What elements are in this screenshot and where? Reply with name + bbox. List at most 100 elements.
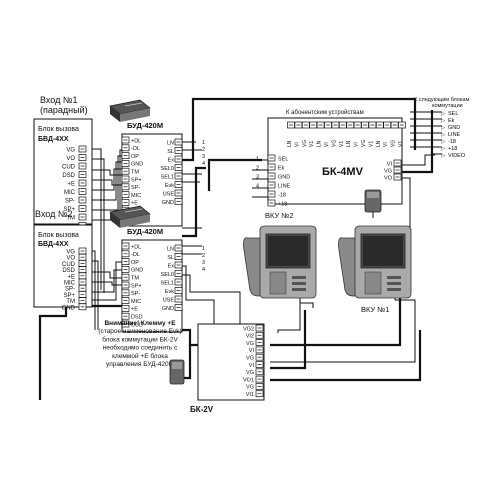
vku2-label: ВКУ №2 — [265, 211, 294, 220]
warning-note: Внимание! Клемму +Е(старое наименование … — [98, 320, 181, 368]
terminal-label: VG — [246, 356, 254, 362]
terminal-label: MIC — [131, 299, 141, 305]
video-monitor-icon — [243, 225, 317, 299]
terminal-label: SP+ — [131, 177, 142, 183]
terminal-label: VI — [249, 348, 255, 354]
terminal-label: +DL — [131, 138, 141, 144]
call-block-1-model: БВД-4ХХ — [38, 136, 69, 143]
terminal-label: TM — [131, 170, 139, 176]
input-number: 1 — [256, 156, 259, 162]
terminal-label: VI — [354, 142, 360, 147]
power-adapter-icon — [169, 359, 185, 385]
bud-bottom-title: БУД-420М — [127, 227, 163, 236]
call-block-1-title: Блок вызова — [38, 126, 79, 133]
terminal-label: VI — [387, 161, 393, 167]
terminal-label: MIC — [64, 190, 76, 196]
terminal-label: LN — [346, 140, 352, 147]
terminal-label: LN — [317, 140, 323, 147]
terminal-label: VI — [294, 142, 300, 147]
terminal-label: OP — [131, 154, 139, 160]
video-monitor-icon — [338, 225, 412, 299]
terminal-label: SL — [167, 255, 174, 261]
entrance2-title: Вход №2 — [35, 209, 73, 219]
terminal-label: VG — [246, 385, 254, 391]
bud-top: БУД-420М +DL-DLOPGNDTMSP+SP-MIC+EDSDCUD … — [109, 99, 205, 227]
call-block-2: Блок вызова БВД-4ХХ VGVOCUDDSD+EMICSP-SP… — [33, 224, 93, 311]
warning-line: (старое наименование Evk) — [98, 328, 181, 335]
terminal-label: VG — [66, 250, 75, 256]
warning-line: управления БУД-420М — [106, 361, 174, 368]
terminal-label: GND — [131, 162, 143, 168]
terminal-label: -DL — [131, 252, 140, 258]
terminal-label: SEL1 — [161, 280, 174, 286]
terminal-label: DSD — [131, 315, 143, 321]
next-blocks-items: ▷SEL▷Ek▷GND▷LINE▷-18▷+18▷VIDEO — [441, 111, 466, 159]
arrow-right-icon: ▷ — [441, 132, 446, 138]
output-number: 1 — [202, 140, 205, 146]
signal-wires — [92, 111, 442, 386]
terminal-label: VG — [361, 140, 367, 147]
output-number: 3 — [202, 154, 205, 160]
power-adapter-icon — [109, 205, 151, 228]
output-number: 1 — [202, 246, 205, 252]
terminal-label: SP+ — [63, 207, 75, 213]
call-block-2-title: Блок вызова — [38, 232, 79, 239]
warning-line: Внимание! Клемму +Е — [104, 320, 176, 327]
terminal-label: CUD — [62, 165, 76, 171]
terminal-label: +E — [67, 274, 75, 280]
terminal-label: SP- — [65, 287, 75, 293]
terminal-label: VO1 — [243, 377, 254, 383]
terminal-label: +18 — [278, 201, 287, 207]
output-number: 3 — [202, 260, 205, 266]
terminal-label: TM — [66, 299, 75, 305]
terminal-label: MIC — [131, 193, 141, 199]
terminal-label: SP+ — [131, 283, 142, 289]
next-block-label: LINE — [448, 132, 461, 138]
terminal-label: +E — [131, 201, 138, 207]
vku1: ВКУ №1 — [338, 225, 412, 314]
terminal-label: SP- — [131, 291, 140, 297]
next-blocks: К следующим блокам коммутации ▷SEL▷Ek▷GN… — [414, 97, 469, 159]
terminal-label: GND — [162, 306, 174, 312]
call-block-2-model: БВД-4ХХ — [38, 241, 69, 248]
next-block-label: GND — [448, 125, 460, 131]
terminal-label: VG2 — [243, 326, 254, 332]
terminal-label: OP — [131, 260, 139, 266]
terminal-label: VG — [331, 140, 337, 147]
input-number: 3 — [256, 174, 259, 180]
vku1-label: ВКУ №1 — [361, 305, 390, 314]
terminal-label: Evk — [165, 183, 174, 189]
terminal-label: -DL — [131, 146, 140, 152]
terminal-label: SEL0 — [161, 272, 174, 278]
terminal-label: +DL — [131, 244, 141, 250]
terminal-label: V1 — [368, 141, 374, 147]
terminal-label: VI — [249, 363, 255, 369]
output-number: 4 — [202, 161, 205, 167]
terminal-label: SEL0 — [161, 166, 174, 172]
terminal-label: LN — [167, 140, 174, 146]
entrance1-title: Вход №1 — [40, 95, 78, 105]
power-adapter-icon — [364, 189, 382, 218]
terminal-label: VG — [384, 168, 392, 174]
warning-line: клеммой +Е блока — [112, 352, 168, 360]
terminal-label: VI — [324, 142, 330, 147]
terminal-label: VO — [384, 175, 393, 181]
terminal-label: GND — [162, 200, 174, 206]
arrow-right-icon: ▷ — [441, 125, 446, 131]
output-number: 2 — [202, 253, 205, 259]
terminal-label: V1 — [309, 141, 315, 147]
terminal-label: DSD — [62, 173, 75, 179]
terminal-label: +E — [131, 307, 138, 313]
terminal-label: SP- — [131, 185, 140, 191]
input-number: 2 — [256, 165, 259, 171]
arrow-right-icon: ▷ — [441, 139, 446, 145]
warning-text: Внимание! Клемму +Е(старое наименование … — [98, 320, 181, 368]
